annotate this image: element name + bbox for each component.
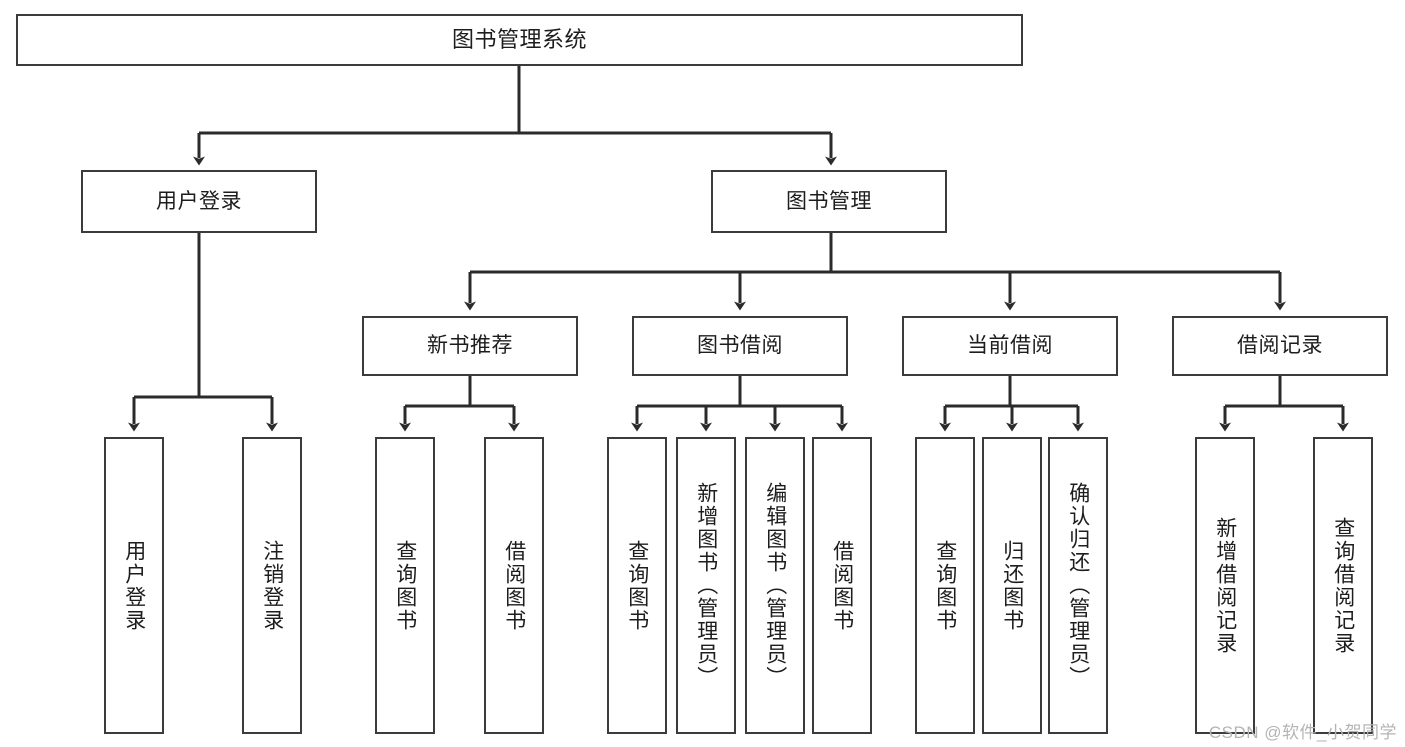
leaf-edit-book-admin[interactable]: 编辑图书（管理员）: [745, 437, 805, 734]
leaf-query-book-borrow[interactable]: 查询图书: [607, 437, 667, 734]
node-label: 借阅图书: [502, 539, 526, 632]
node-label: 图书管理系统: [451, 26, 587, 52]
node-label: 当前借阅: [967, 334, 1053, 358]
node-label: 编辑图书（管理员）: [763, 482, 787, 689]
node-book-borrow[interactable]: 图书借阅: [632, 316, 848, 376]
node-label: 归还图书: [1000, 539, 1024, 632]
node-new-book-recommend[interactable]: 新书推荐: [362, 316, 578, 376]
node-label: 确认归还（管理员）: [1066, 482, 1090, 689]
leaf-borrow-book-borrow[interactable]: 借阅图书: [812, 437, 872, 734]
node-user-login[interactable]: 用户登录: [81, 170, 317, 233]
leaf-query-book-current[interactable]: 查询图书: [915, 437, 975, 734]
node-root-system[interactable]: 图书管理系统: [16, 14, 1023, 66]
node-label: 查询图书: [933, 539, 957, 632]
node-borrow-record[interactable]: 借阅记录: [1172, 316, 1388, 376]
node-label: 查询借阅记录: [1331, 516, 1355, 655]
leaf-return-book[interactable]: 归还图书: [982, 437, 1042, 734]
leaf-query-borrow-record[interactable]: 查询借阅记录: [1313, 437, 1373, 734]
leaf-add-borrow-record[interactable]: 新增借阅记录: [1195, 437, 1255, 734]
leaf-logout-login[interactable]: 注销登录: [242, 437, 302, 734]
node-label: 新书推荐: [427, 334, 513, 358]
node-current-borrow[interactable]: 当前借阅: [902, 316, 1118, 376]
node-label: 图书借阅: [697, 334, 783, 358]
node-label: 用户登录: [122, 539, 146, 632]
node-label: 用户登录: [156, 189, 242, 213]
csdn-watermark: CSDN @软件_小贺同学: [1208, 723, 1397, 742]
node-label: 借阅记录: [1237, 334, 1323, 358]
node-label: 借阅图书: [830, 539, 854, 632]
leaf-confirm-return-admin[interactable]: 确认归还（管理员）: [1048, 437, 1108, 734]
node-label: 查询图书: [393, 539, 417, 632]
node-book-manage[interactable]: 图书管理: [711, 170, 947, 233]
leaf-query-book-recommend[interactable]: 查询图书: [375, 437, 435, 734]
node-label: 新增图书（管理员）: [694, 482, 718, 689]
leaf-add-book-admin[interactable]: 新增图书（管理员）: [676, 437, 736, 734]
node-label: 查询图书: [625, 539, 649, 632]
node-label: 注销登录: [260, 539, 284, 632]
leaf-borrow-book-recommend[interactable]: 借阅图书: [484, 437, 544, 734]
node-label: 图书管理: [786, 189, 872, 213]
leaf-user-login[interactable]: 用户登录: [104, 437, 164, 734]
node-label: 新增借阅记录: [1213, 516, 1237, 655]
